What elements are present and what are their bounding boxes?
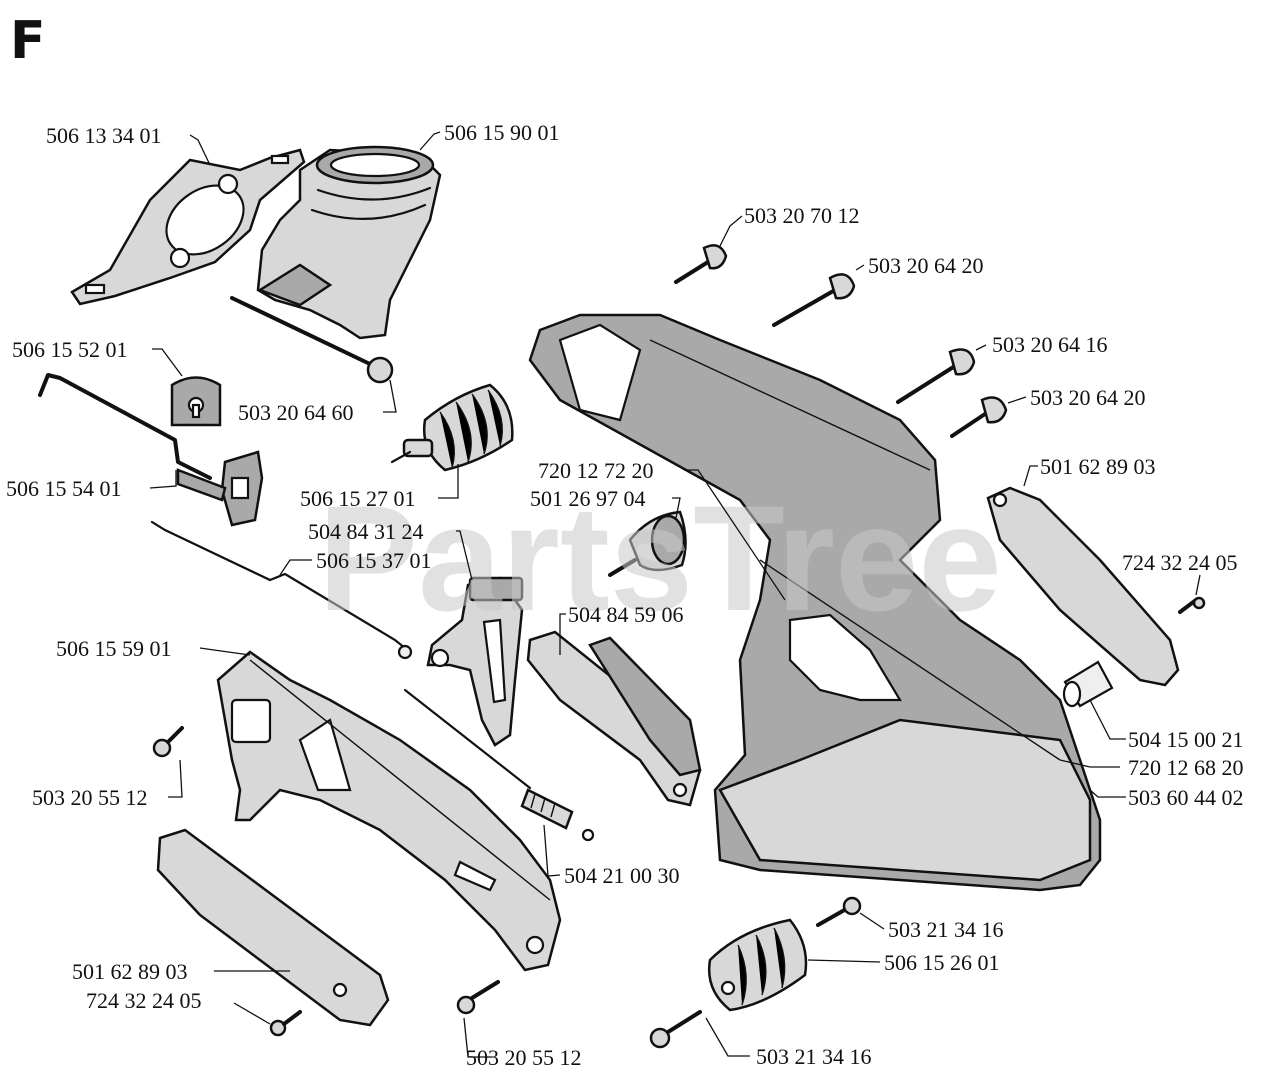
part-label: 503 20 64 20 bbox=[1030, 385, 1146, 410]
section-letter: F bbox=[10, 11, 46, 71]
leader-503-21-34-16-top bbox=[859, 912, 885, 930]
small-screw-part-image bbox=[269, 1010, 302, 1037]
bolt-503-20-64-20-a-image bbox=[772, 273, 856, 327]
chain-guide-part-image bbox=[216, 650, 562, 972]
bolt-503-20-64-16-image bbox=[896, 348, 976, 404]
leader-501-26-97-04 bbox=[672, 497, 681, 519]
long-bolt-part-image bbox=[230, 296, 394, 384]
leader-506-15-37-01 bbox=[279, 559, 312, 576]
intake-elbow-part-image bbox=[256, 145, 442, 340]
leader-724-32-24-05-right bbox=[1195, 574, 1201, 596]
screw-part-image bbox=[152, 726, 184, 758]
leader-504-84-31-24 bbox=[456, 530, 473, 581]
part-label: 724 32 24 05 bbox=[86, 988, 202, 1013]
part-label: 503 20 64 16 bbox=[992, 332, 1108, 357]
av-spring-part-image bbox=[390, 383, 514, 472]
part-label: 506 15 59 01 bbox=[56, 636, 172, 661]
part-label: 503 20 70 12 bbox=[744, 203, 860, 228]
leader-503-20-64-60 bbox=[383, 379, 397, 413]
part-labels: 506 13 34 01 506 15 90 01 506 15 52 01 5… bbox=[6, 120, 1244, 1070]
part-label: 504 15 00 21 bbox=[1128, 727, 1244, 752]
screw-bottom-part-image bbox=[456, 980, 500, 1015]
leader-506-15-27-01 bbox=[438, 464, 459, 499]
leader-503-60-44-02 bbox=[1089, 789, 1126, 798]
part-label: 503 20 55 12 bbox=[32, 785, 148, 810]
leader-720-12-68-20 bbox=[1059, 759, 1120, 768]
leader-503-21-34-16-bottom bbox=[705, 1017, 750, 1057]
leader-720-12-72-20 bbox=[684, 469, 786, 601]
leader-503-20-55-12-left bbox=[168, 759, 183, 798]
leader-506-15-59-01 bbox=[199, 647, 251, 656]
leader-504-21-00-30 bbox=[543, 824, 561, 877]
part-label: 506 13 34 01 bbox=[46, 123, 162, 148]
throttle-spring-part-image bbox=[403, 688, 595, 842]
part-label: 506 15 54 01 bbox=[6, 476, 122, 501]
av-spring-bottom-part-image bbox=[707, 918, 808, 1012]
bracket-part-image bbox=[70, 148, 306, 306]
part-label: 501 62 89 03 bbox=[72, 959, 188, 984]
part-label: 504 84 59 06 bbox=[568, 602, 684, 627]
grommet-part-image bbox=[170, 376, 222, 427]
wire-rod-part-image bbox=[150, 520, 413, 660]
part-label: 503 21 34 16 bbox=[756, 1044, 872, 1069]
part-label: 503 20 64 60 bbox=[238, 400, 354, 425]
leader-724-32-24-05-left bbox=[233, 1002, 271, 1025]
leader-504-84-59-06 bbox=[559, 613, 566, 655]
buffer-part-image bbox=[608, 510, 687, 577]
cover-plate-part-image bbox=[156, 828, 390, 1027]
leader-503-20-64-20-a bbox=[855, 264, 865, 271]
part-label: 503 20 55 12 bbox=[466, 1045, 582, 1070]
sleeve-part-image bbox=[1062, 660, 1114, 708]
leader-506-15-90-01 bbox=[419, 131, 441, 151]
screw-503-21-34-16-bottom-image bbox=[649, 1010, 702, 1049]
part-label: 506 15 37 01 bbox=[316, 548, 432, 573]
bolt-503-20-70-12-image bbox=[674, 244, 728, 284]
leader-lines bbox=[149, 131, 1201, 1058]
part-label: 504 84 31 24 bbox=[308, 519, 424, 544]
bolt-503-20-64-20-b-image bbox=[950, 396, 1008, 438]
screw-503-21-34-16-top-image bbox=[816, 896, 862, 927]
rear-handle-part-image bbox=[528, 313, 1102, 892]
part-label: 506 15 27 01 bbox=[300, 486, 416, 511]
cover-plate-right-part-image bbox=[986, 486, 1180, 687]
part-label: 503 20 64 20 bbox=[868, 253, 984, 278]
part-label: 724 32 24 05 bbox=[1122, 550, 1238, 575]
leader-503-20-64-20-b bbox=[1007, 396, 1027, 404]
leader-503-20-70-12 bbox=[719, 215, 743, 247]
trigger-part-image bbox=[526, 630, 702, 807]
choke-rod-part-image bbox=[38, 373, 264, 527]
part-label: 503 60 44 02 bbox=[1128, 785, 1244, 810]
part-label: 720 12 72 20 bbox=[538, 458, 654, 483]
leader-506-15-26-01 bbox=[807, 959, 881, 963]
leader-506-13-34-01 bbox=[189, 134, 211, 166]
lever-part-image bbox=[426, 576, 524, 747]
part-label: 501 62 89 03 bbox=[1040, 454, 1156, 479]
part-label: 503 21 34 16 bbox=[888, 917, 1004, 942]
leader-504-15-00-21 bbox=[1089, 699, 1126, 740]
part-label: 506 15 52 01 bbox=[12, 337, 128, 362]
leader-503-20-55-12-bottom bbox=[463, 1017, 492, 1058]
leader-506-15-54-01 bbox=[149, 470, 177, 489]
part-label: 506 15 26 01 bbox=[884, 950, 1000, 975]
watermark: PartsTree bbox=[318, 474, 1002, 642]
leader-506-15-52-01 bbox=[152, 348, 183, 377]
part-label: 720 12 68 20 bbox=[1128, 755, 1244, 780]
leader-503-20-64-16 bbox=[975, 344, 987, 351]
small-screw-right-part-image bbox=[1178, 596, 1206, 614]
part-label: 506 15 90 01 bbox=[444, 120, 560, 145]
part-label: 504 21 00 30 bbox=[564, 863, 680, 888]
part-label: 501 26 97 04 bbox=[530, 486, 646, 511]
leader-501-62-89-03-right bbox=[1023, 465, 1038, 487]
